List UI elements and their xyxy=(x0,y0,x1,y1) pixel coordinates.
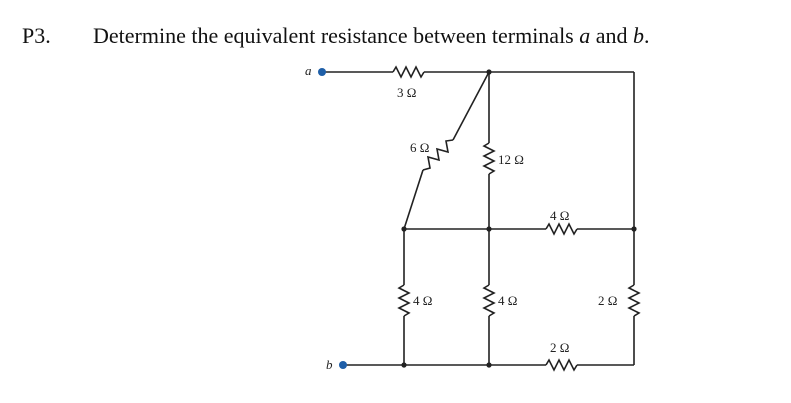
resistor-4-ohm-center xyxy=(482,284,496,317)
resistor-12-ohm xyxy=(482,142,496,175)
junction-dot xyxy=(631,226,637,232)
terminal-b-dot xyxy=(339,361,347,369)
junction-dot xyxy=(486,69,492,75)
problem-number: P3. xyxy=(22,23,51,48)
problem-terminal-b: b xyxy=(633,23,645,48)
center-lower-branch xyxy=(482,229,496,365)
right-lower-branch xyxy=(627,229,641,365)
bottom-wire xyxy=(343,358,634,372)
label-r-diag: 6 Ω xyxy=(410,140,429,155)
terminal-a-label: a xyxy=(305,63,312,78)
label-r-top: 3 Ω xyxy=(397,85,416,100)
junction-dot xyxy=(401,226,407,232)
problem-text-and: and xyxy=(590,23,634,48)
problem-statement: P3. Determine the equivalent resistance … xyxy=(0,0,791,60)
terminal-a-wire xyxy=(322,65,489,79)
middle-right-branch xyxy=(489,222,634,236)
resistor-2-ohm-right xyxy=(627,284,641,317)
resistor-3-ohm xyxy=(392,65,425,79)
resistor-4-ohm-upper xyxy=(545,222,578,236)
label-r-right-lower: 2 Ω xyxy=(598,293,617,308)
problem-text-lead: Determine the equivalent resistance betw… xyxy=(93,23,580,48)
diagonal-branch xyxy=(403,71,490,230)
junction-dot xyxy=(486,362,492,368)
terminal-b-label: b xyxy=(326,357,333,372)
label-r-mid: 12 Ω xyxy=(498,152,524,167)
junction-dot xyxy=(486,226,492,232)
resistor-2-ohm-bottom xyxy=(545,358,578,372)
junction-dot xyxy=(401,362,407,368)
label-r-right-upper: 4 Ω xyxy=(550,208,569,223)
center-upper-branch xyxy=(482,72,496,229)
junction-dots xyxy=(401,69,637,368)
label-r-left-lower: 4 Ω xyxy=(413,293,432,308)
resistor-4-ohm-left xyxy=(397,284,411,317)
resistor-6-ohm xyxy=(422,139,454,171)
left-lower-branch xyxy=(397,229,411,365)
terminal-a-dot xyxy=(318,68,326,76)
label-r-center-lower: 4 Ω xyxy=(498,293,517,308)
label-r-bottom: 2 Ω xyxy=(550,340,569,355)
problem-text: Determine the equivalent resistance betw… xyxy=(93,23,650,49)
problem-terminal-a: a xyxy=(579,23,591,48)
problem-text-end: . xyxy=(644,23,650,48)
